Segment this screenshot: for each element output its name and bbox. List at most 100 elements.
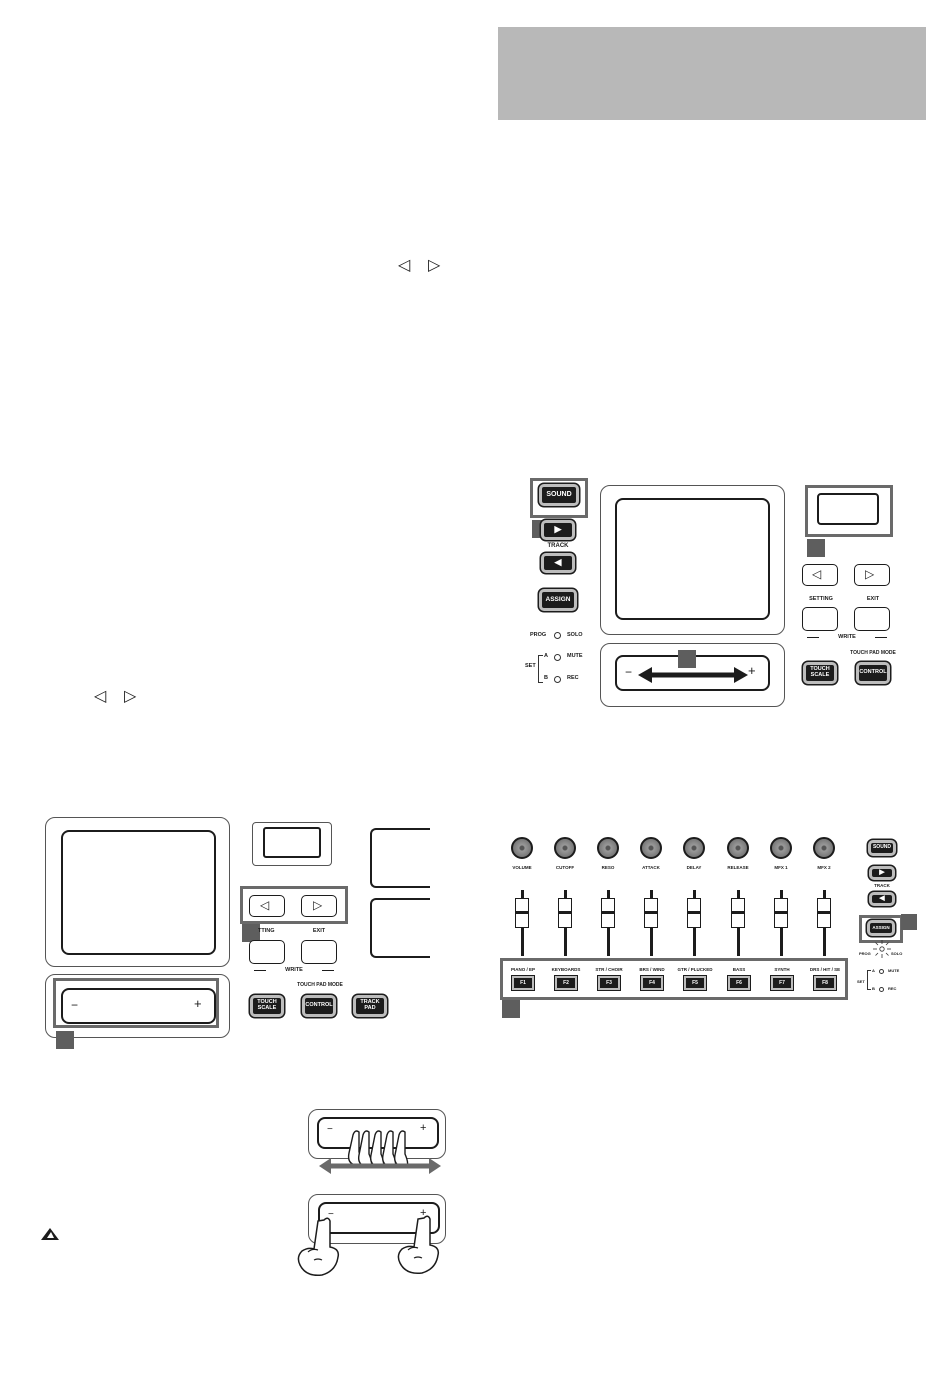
knob-mfx1[interactable] bbox=[770, 837, 792, 859]
arrow-left-icon: ◁ bbox=[94, 688, 107, 705]
touch-slider[interactable] bbox=[61, 988, 216, 1024]
caution-icon bbox=[41, 1228, 59, 1240]
knob-label: ATTACK bbox=[642, 865, 660, 870]
write-line-left bbox=[254, 970, 266, 971]
highlight-fkeys bbox=[500, 958, 848, 1000]
fader-1[interactable] bbox=[515, 898, 529, 928]
slider-minus: − bbox=[328, 1209, 334, 1220]
fader-3[interactable] bbox=[601, 898, 615, 928]
arrow-right-icon: ▷ bbox=[428, 257, 441, 274]
right-arrow-button[interactable] bbox=[301, 895, 337, 917]
fader-2[interactable] bbox=[558, 898, 572, 928]
set-b-label: B bbox=[544, 675, 548, 681]
track-prev-button[interactable]: ◀ bbox=[869, 892, 895, 906]
touch-illustration-swipe: − + bbox=[305, 1105, 450, 1185]
exit-label: EXIT bbox=[312, 928, 326, 934]
exit-button[interactable] bbox=[854, 607, 890, 631]
assign-button[interactable]: ASSIGN bbox=[867, 920, 895, 936]
led bbox=[554, 676, 561, 683]
prog-label: PROG bbox=[859, 951, 871, 956]
knob-reso[interactable] bbox=[597, 837, 619, 859]
pad-right-top[interactable] bbox=[370, 828, 430, 888]
group-label: STR / CHOIR bbox=[595, 967, 623, 972]
hand-left-icon bbox=[297, 1217, 340, 1277]
led bbox=[879, 987, 884, 992]
slider-minus: − bbox=[327, 1124, 333, 1135]
led bbox=[879, 969, 884, 974]
touch-illustration-press: − + bbox=[290, 1192, 450, 1282]
hand-right-icon bbox=[397, 1215, 440, 1275]
right-arrow-button[interactable] bbox=[854, 564, 890, 586]
touch-pad[interactable] bbox=[61, 830, 216, 955]
slider-minus: − bbox=[625, 665, 633, 679]
group-label: GTR / PLUCKED bbox=[677, 967, 713, 972]
write-label: WRITE bbox=[838, 634, 856, 640]
left-arrow-button[interactable] bbox=[249, 895, 285, 917]
assign-button[interactable]: ASSIGN bbox=[539, 589, 577, 611]
knob-volume[interactable] bbox=[511, 837, 533, 859]
knob-delay[interactable] bbox=[683, 837, 705, 859]
callout-marker bbox=[242, 924, 260, 942]
knob-label: CUTOFF bbox=[555, 865, 575, 870]
f8-button[interactable]: F8 bbox=[814, 976, 836, 990]
setting-button[interactable] bbox=[249, 940, 285, 964]
write-line-right bbox=[875, 637, 887, 638]
write-label: WRITE bbox=[285, 967, 303, 973]
right-arrow-icon: ▷ bbox=[313, 898, 323, 912]
mute-label: MUTE bbox=[567, 653, 583, 659]
set-bracket bbox=[867, 970, 871, 990]
fader-8[interactable] bbox=[817, 898, 831, 928]
track-prev-button[interactable]: ◀ bbox=[541, 553, 575, 573]
pad-right-bottom[interactable] bbox=[370, 898, 430, 958]
rec-label: REC bbox=[888, 986, 897, 991]
setting-button[interactable] bbox=[802, 607, 838, 631]
f5-button[interactable]: F5 bbox=[684, 976, 706, 990]
touch-scale-button[interactable]: TOUCH SCALE bbox=[803, 662, 837, 684]
exit-button[interactable] bbox=[301, 940, 337, 964]
knob-cutoff[interactable] bbox=[554, 837, 576, 859]
prog-label: PROG bbox=[530, 632, 547, 638]
f4-button[interactable]: F4 bbox=[641, 976, 663, 990]
f6-button[interactable]: F6 bbox=[728, 976, 750, 990]
display-inner bbox=[263, 827, 321, 858]
track-label: TRACK bbox=[874, 883, 890, 888]
callout-marker bbox=[56, 1031, 74, 1049]
knob-attack[interactable] bbox=[640, 837, 662, 859]
track-next-button[interactable]: ▶ bbox=[541, 520, 575, 540]
f3-button[interactable]: F3 bbox=[598, 976, 620, 990]
fader-7[interactable] bbox=[774, 898, 788, 928]
fader-4[interactable] bbox=[644, 898, 658, 928]
mute-label: MUTE bbox=[888, 968, 900, 973]
f7-button[interactable]: F7 bbox=[771, 976, 793, 990]
fader-6[interactable] bbox=[731, 898, 745, 928]
knob-release[interactable] bbox=[727, 837, 749, 859]
f2-button[interactable]: F2 bbox=[555, 976, 577, 990]
control-button[interactable]: CONTROL bbox=[856, 662, 890, 684]
arrow-right-icon: ▷ bbox=[124, 688, 137, 705]
exit-label: EXIT bbox=[866, 596, 880, 602]
left-arrow-button[interactable] bbox=[802, 564, 838, 586]
touch-pad-mode-label: TOUCH PAD MODE bbox=[850, 650, 896, 656]
group-label: SYNTH bbox=[774, 967, 790, 972]
track-pad-button[interactable]: TRACK PAD bbox=[353, 995, 387, 1017]
arrow-left-icon: ◁ bbox=[398, 257, 411, 274]
touch-pad[interactable] bbox=[615, 498, 770, 620]
sound-button[interactable]: SOUND bbox=[539, 484, 579, 506]
track-next-button[interactable]: ▶ bbox=[869, 866, 895, 880]
highlight-sound bbox=[530, 478, 588, 518]
set-label: SET bbox=[525, 663, 536, 669]
f1-button[interactable]: F1 bbox=[512, 976, 534, 990]
group-label: PIANO / EP bbox=[510, 967, 535, 972]
highlight-slider bbox=[53, 978, 219, 1028]
left-arrow-icon: ◁ bbox=[812, 567, 822, 581]
control-button[interactable]: CONTROL bbox=[302, 995, 336, 1017]
sound-button[interactable]: SOUND bbox=[868, 840, 896, 856]
solo-label: SOLO bbox=[567, 632, 583, 638]
touch-scale-button[interactable]: TOUCH SCALE bbox=[250, 995, 284, 1017]
led bbox=[554, 654, 561, 661]
slider-plus: + bbox=[748, 663, 756, 678]
fader-5[interactable] bbox=[687, 898, 701, 928]
callout-marker bbox=[807, 539, 825, 557]
knob-mfx2[interactable] bbox=[813, 837, 835, 859]
set-a-label: A bbox=[872, 968, 875, 973]
